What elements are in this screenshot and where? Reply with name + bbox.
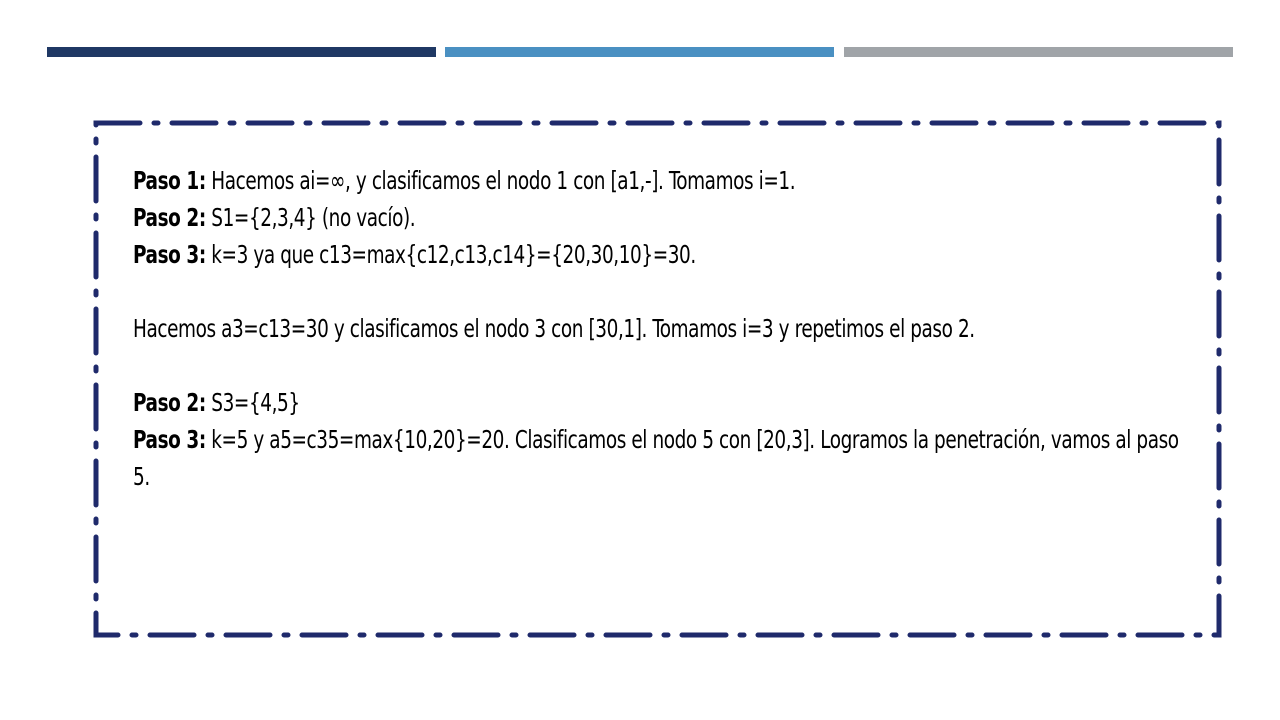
accent-bar-dark	[47, 47, 436, 57]
step-paragraph: Hacemos a3=c13=30 y clasificamos el nodo…	[133, 314, 975, 343]
step-line-1: Paso 1: Hacemos ai=∞, y clasificamos el …	[133, 162, 1002, 199]
step-text: Hacemos ai=∞, y clasificamos el nodo 1 c…	[205, 166, 796, 195]
spacer	[133, 273, 1002, 310]
step-line-5: Paso 3: k=5 y a5=c35=max{10,20}=20. Clas…	[133, 421, 1191, 495]
accent-bar-blue	[445, 47, 834, 57]
step-text: S1={2,3,4} (no vacío).	[205, 203, 416, 232]
spacer	[133, 347, 1002, 384]
step-label: Paso 1:	[133, 166, 206, 195]
step-text: S3={4,5}	[205, 388, 300, 417]
header-accent-bars	[47, 47, 1233, 57]
frame-border-svg	[93, 120, 1222, 638]
step-label: Paso 2:	[133, 388, 206, 417]
step-text: k=3 ya que c13=max{c12,c13,c14}={20,30,1…	[205, 240, 696, 269]
step-label: Paso 3:	[133, 425, 206, 454]
step-line-4: Paso 2: S3={4,5}	[133, 384, 1002, 421]
dash-dot-frame	[86, 113, 1229, 645]
step-label: Paso 3:	[133, 240, 206, 269]
step-text: k=5 y a5=c35=max{10,20}=20. Clasificamos…	[133, 425, 1179, 491]
step-line-3: Paso 3: k=3 ya que c13=max{c12,c13,c14}=…	[133, 236, 1002, 273]
step-content: Paso 1: Hacemos ai=∞, y clasificamos el …	[133, 162, 1179, 495]
step-line-2: Paso 2: S1={2,3,4} (no vacío).	[133, 199, 1002, 236]
accent-bar-gray	[844, 47, 1233, 57]
step-label: Paso 2:	[133, 203, 206, 232]
